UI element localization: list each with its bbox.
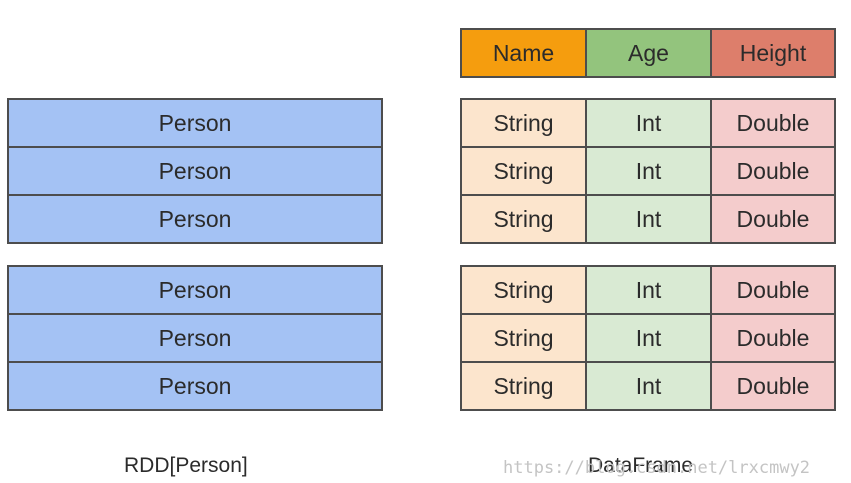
cell-int: Int	[585, 361, 712, 411]
cell-double: Double	[710, 194, 836, 244]
rdd-row: Person	[7, 313, 383, 363]
rdd-caption: RDD[Person]	[124, 454, 248, 477]
rdd-row: Person	[7, 265, 383, 315]
rdd-row: Person	[7, 361, 383, 411]
watermark: https://blog.csdn.net/lrxcmwy2	[503, 458, 811, 478]
cell-int: Int	[585, 146, 712, 196]
cell-double: Double	[710, 361, 836, 411]
cell-string: String	[460, 361, 587, 411]
cell-int: Int	[585, 98, 712, 148]
header-age: Age	[585, 28, 712, 78]
cell-string: String	[460, 194, 587, 244]
cell-string: String	[460, 265, 587, 315]
rdd-row: Person	[7, 146, 383, 196]
rdd-row: Person	[7, 98, 383, 148]
cell-string: String	[460, 313, 587, 363]
cell-string: String	[460, 146, 587, 196]
dataframe-caption: DataFrame	[588, 454, 694, 477]
rdd-row: Person	[7, 194, 383, 244]
cell-int: Int	[585, 194, 712, 244]
header-height: Height	[710, 28, 836, 78]
cell-double: Double	[710, 313, 836, 363]
cell-string: String	[460, 98, 587, 148]
cell-int: Int	[585, 313, 712, 363]
cell-double: Double	[710, 98, 836, 148]
cell-double: Double	[710, 265, 836, 315]
cell-int: Int	[585, 265, 712, 315]
header-name: Name	[460, 28, 587, 78]
cell-double: Double	[710, 146, 836, 196]
